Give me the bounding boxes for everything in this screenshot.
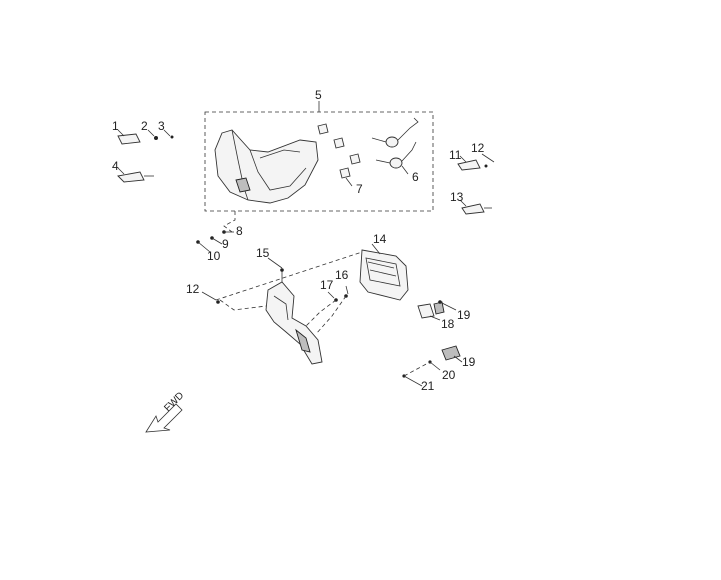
left-turn-signal-group: 1 2 3 4 xyxy=(112,119,174,183)
callout-21: 21 xyxy=(421,379,435,393)
callout-19-bottom: 19 xyxy=(462,355,476,369)
callout-6: 6 xyxy=(412,170,419,184)
meter-assembly-group: 14 xyxy=(215,232,409,301)
callout-8: 8 xyxy=(236,224,243,238)
forward-direction-arrow: FWD xyxy=(145,390,186,433)
callout-19-top: 19 xyxy=(457,308,471,322)
callout-4: 4 xyxy=(112,159,119,173)
meter-assembly xyxy=(359,249,409,301)
right-turn-signal-group: 11 12 13 xyxy=(449,141,495,215)
left-turn-signal-lens xyxy=(117,133,141,145)
switch-parts-group: 19 18 19 20 21 xyxy=(402,300,476,393)
right-turn-signal-lens xyxy=(457,159,481,171)
callout-3: 3 xyxy=(158,119,165,133)
headlight-assembly-group: 5 6 7 xyxy=(204,88,434,212)
bulb-socket-group xyxy=(317,123,361,187)
callout-16: 16 xyxy=(335,268,349,282)
callout-18: 18 xyxy=(441,317,455,331)
callout-13: 13 xyxy=(450,190,464,204)
bulb-wire-group xyxy=(371,117,419,175)
callout-10: 10 xyxy=(207,249,221,263)
callout-20: 20 xyxy=(442,368,456,382)
callout-14: 14 xyxy=(373,232,387,246)
callout-9: 9 xyxy=(222,237,229,251)
callout-1: 1 xyxy=(112,119,119,133)
fwd-label: FWD xyxy=(162,390,186,414)
callout-15: 15 xyxy=(256,246,270,260)
headlight-housing xyxy=(214,129,319,204)
callout-11: 11 xyxy=(449,148,462,162)
callout-5: 5 xyxy=(315,88,322,102)
headlight-stay-group: 15 16 17 12 xyxy=(186,246,349,365)
part-19-lower xyxy=(441,345,461,361)
callout-7: 7 xyxy=(356,182,363,196)
callout-17: 17 xyxy=(320,278,334,292)
callout-12-left: 12 xyxy=(186,282,200,296)
part-18 xyxy=(417,303,435,319)
right-turn-signal-bulb xyxy=(461,203,485,215)
headlight-stay-bracket xyxy=(265,281,323,365)
callout-12-top: 12 xyxy=(471,141,485,155)
screw-group-8-9-10: 8 9 10 xyxy=(196,211,243,263)
left-turn-signal-bulb xyxy=(117,171,145,183)
callout-2: 2 xyxy=(141,119,148,133)
